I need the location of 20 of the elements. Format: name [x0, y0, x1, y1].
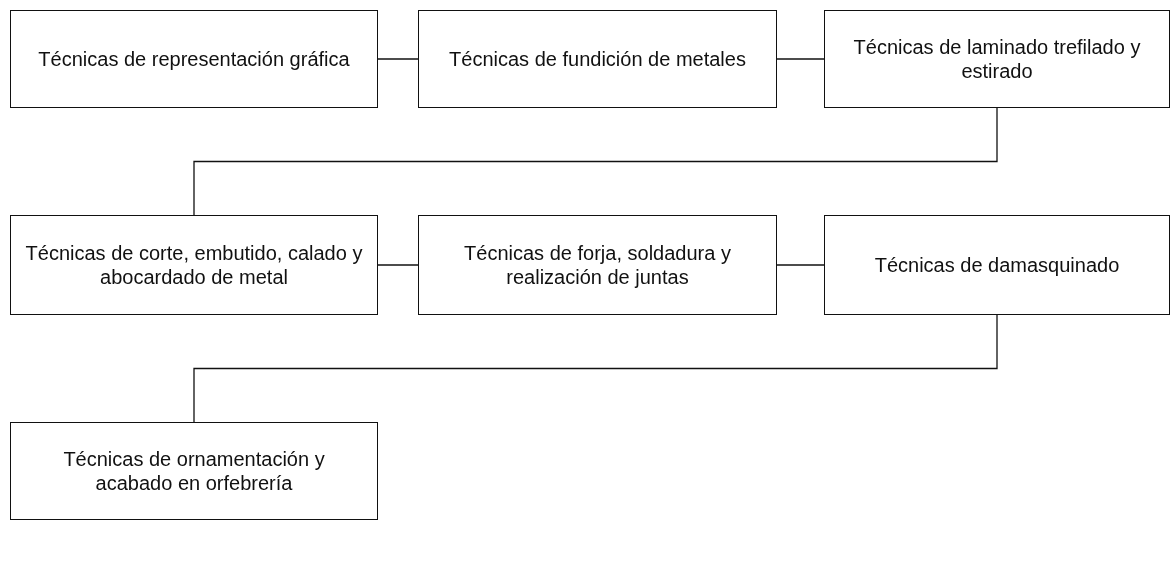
box-label: Técnicas de representación gráfica [38, 47, 350, 71]
box-label: Técnicas de laminado trefilado y estirado [852, 35, 1142, 83]
connector-line [377, 58, 419, 60]
process-box [10, 10, 378, 108]
process-box [824, 215, 1170, 315]
connector-line [193, 314, 998, 423]
connector-line [776, 58, 825, 60]
box-label: Técnicas de corte, embutido, calado y abocardado de metal [24, 241, 364, 289]
connector-line [377, 264, 419, 266]
box-label: Técnicas de forja, soldadura y realización de juntas [463, 241, 732, 289]
connector-line [776, 264, 825, 266]
process-box [418, 215, 777, 315]
process-box [10, 422, 378, 520]
box-label: Técnicas de ornamentación y acabado en orfebrería [62, 447, 326, 495]
box-label: Técnicas de damasquinado [874, 253, 1120, 277]
connector-line [193, 107, 998, 216]
process-box [10, 215, 378, 315]
process-box [824, 10, 1170, 108]
box-label: Técnicas de fundición de metales [449, 47, 746, 71]
process-box [418, 10, 777, 108]
